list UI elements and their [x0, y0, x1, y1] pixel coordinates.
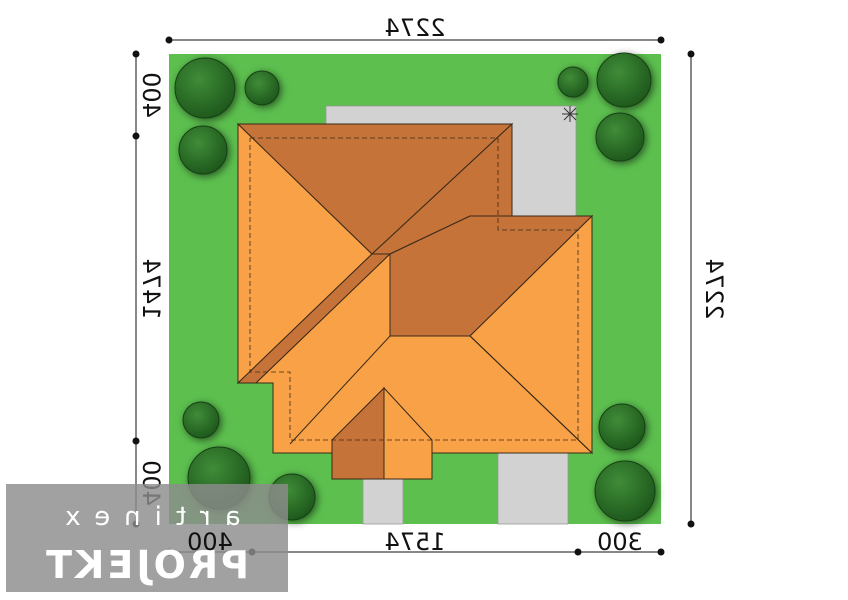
dim-bottom-middle: 1574 — [384, 528, 445, 556]
tree — [594, 460, 656, 522]
tree — [598, 403, 646, 451]
wall-outline — [249, 137, 579, 441]
watermark-line1: artinex — [51, 502, 240, 532]
tree — [596, 52, 652, 108]
tree — [595, 112, 645, 162]
dim-left-top-setback: 400 — [137, 72, 165, 118]
dim-top-width: 2274 — [384, 14, 445, 42]
tree — [557, 66, 589, 98]
dim-bottom-right: 300 — [597, 528, 643, 556]
house-roof — [236, 122, 594, 480]
dim-right-height: 2274 — [700, 258, 728, 319]
tree — [178, 125, 228, 175]
compass-icon — [562, 106, 578, 122]
tree — [244, 70, 280, 106]
tree — [182, 401, 220, 439]
watermark-line2: PROJEKT — [43, 543, 249, 587]
dim-bottom-left: 400 — [187, 528, 233, 556]
watermark: artinex PROJEKT — [6, 484, 288, 592]
dim-left-middle: 1474 — [137, 258, 165, 319]
tree — [174, 57, 236, 119]
